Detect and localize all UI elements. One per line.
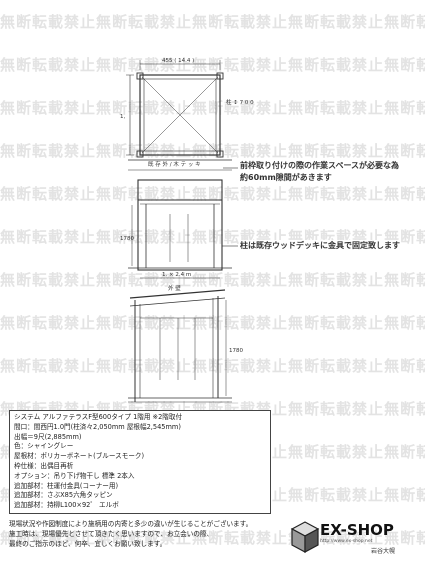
- spec-line: システム アルファテラスF型600タイプ 1階用 ※2階取付: [14, 413, 183, 421]
- ex-shop-logo-icon: [290, 521, 320, 554]
- spec-line: 屋根材：ポリカーボネート(ブルースモーク): [14, 452, 145, 461]
- front-view-width-label: 1. × 2.4 m: [162, 272, 191, 278]
- spec-line: 追加部材：柱運付金具(コーナー用): [14, 481, 119, 490]
- disclaimer-line: 最終のご指示のほど、何卒、宜しくお願い致します。: [9, 540, 167, 548]
- disclaimer: 現場状況や作図制度により施柄用の内寄と多少の違いが生じることがございます。 施工…: [9, 519, 279, 549]
- note-work-space-line-2: 約60mm隙間があきます: [240, 173, 332, 182]
- top-view-side-label: 1,: [120, 114, 125, 120]
- note-work-space: 前枠取り付けの際の作業スペースが必要な為 約60mm隙間があきます: [240, 160, 400, 184]
- disclaimer-line: 現場状況や作図制度により施柄用の内寄と多少の違いが生じることがございます。: [9, 520, 253, 528]
- side-view-right-label: 1780: [229, 348, 243, 354]
- spec-line: 色：シャイングレー: [14, 442, 74, 451]
- spec-line: 追加部材：持柳L100×92゜ エルボ: [14, 501, 119, 510]
- note-post-fixing-text: 柱は既存ウッドデッキに金具で固定致します: [240, 241, 400, 250]
- spec-line: 出幅＝9尺(2,885mm): [14, 432, 82, 441]
- spec-line: オプション：吊り下げ物干し 標準 2本入: [14, 471, 135, 480]
- front-view-side-label: 1780: [120, 236, 134, 242]
- note-work-space-line-1: 前枠取り付けの際の作業スペースが必要な為: [240, 161, 400, 170]
- disclaimer-line: 施工時は、現場優先とさせて頂きたく思いますので、お立会いの際、: [9, 530, 214, 538]
- spec-line: 枠仕様：出偶目再析: [14, 461, 74, 470]
- logo-url: http://www.ex-shop.net: [320, 539, 373, 544]
- top-view-bottom-label: 既 存 外 / 木 テ ッ キ: [148, 160, 201, 168]
- side-view-elevation: [128, 289, 232, 403]
- logo-name: EX-SHOP: [320, 521, 394, 539]
- front-view-elevation: [128, 179, 232, 279]
- spec-line: 追加部材：さぶX85六角タッピン: [14, 491, 113, 500]
- top-view-width-label: 455 ( 14.4 ): [162, 58, 194, 64]
- spec-line: 間口：間西円1.0門(柱済々2,050mm 屋根幅2,545mm): [14, 422, 181, 431]
- spec-box: システム アルファテラスF型600タイプ 1階用 ※2階取付 間口：間西円1.0…: [9, 410, 271, 514]
- top-view-right-label: 柱 ↕ 7 0 0: [226, 98, 254, 106]
- top-view-plan: [126, 60, 232, 171]
- note-post-fixing: 柱は既存ウッドデッキに金具で固定致します: [240, 240, 400, 252]
- shop-name: 岩谷大幌: [371, 548, 396, 555]
- side-view-top-label: 外 壁: [168, 284, 181, 292]
